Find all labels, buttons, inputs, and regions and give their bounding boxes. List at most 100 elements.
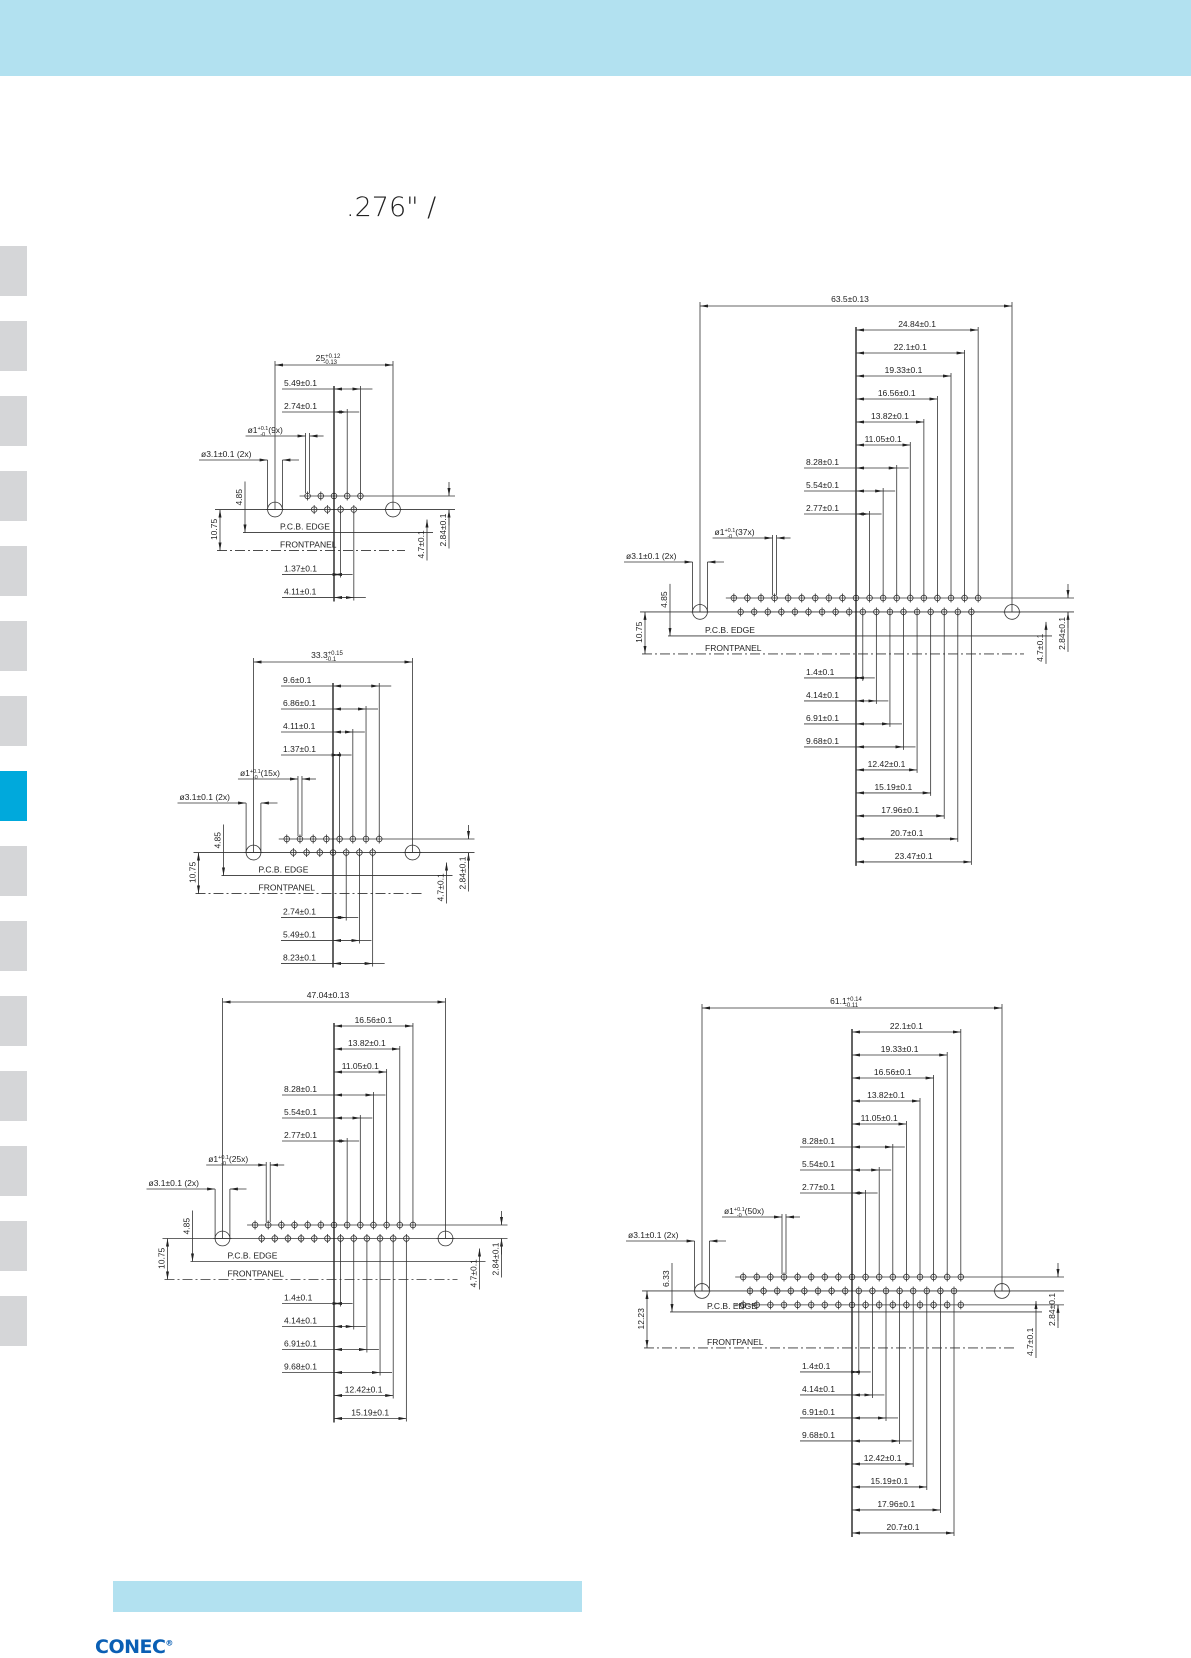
tolerance: -0.13 bbox=[323, 360, 337, 366]
tolerance: ø1 bbox=[724, 1206, 734, 1216]
sidebar-tab[interactable] bbox=[0, 1146, 27, 1196]
tolerance: -0 bbox=[727, 534, 732, 540]
right-dimension-label: 2.84±0.1 bbox=[1057, 617, 1067, 650]
sidebar-tab[interactable] bbox=[0, 846, 27, 896]
overall-dimension-label: 33.3+0.15-0.1 bbox=[311, 650, 343, 663]
page-title: .276" / bbox=[346, 192, 437, 223]
frontpanel-offset-label: 10.75 bbox=[634, 621, 644, 643]
sidebar-tab[interactable] bbox=[0, 471, 27, 521]
connector-drawing-4: 2.77±0.15.54±0.18.28±0.111.05±0.113.82±0… bbox=[624, 294, 1074, 866]
dimension-label: 4.11±0.1 bbox=[284, 587, 317, 597]
overall-dimension-label: 63.5±0.13 bbox=[831, 294, 869, 304]
dimension-label: 19.33±0.1 bbox=[881, 1044, 919, 1054]
right-dimension-label: 2.84±0.1 bbox=[1047, 1293, 1057, 1326]
tolerance: -0 bbox=[260, 432, 265, 438]
connector-drawing-5: 2.77±0.15.54±0.18.28±0.111.05±0.113.82±0… bbox=[626, 996, 1064, 1537]
dimension-label: 20.7±0.1 bbox=[886, 1522, 919, 1532]
right-dimension-label: 4.7±0.1 bbox=[1025, 1327, 1035, 1356]
tolerance: +0.1 bbox=[724, 528, 735, 534]
tolerance: (15x) bbox=[261, 768, 281, 778]
dimension-label: 13.82±0.1 bbox=[871, 411, 909, 421]
sidebar-tab[interactable] bbox=[0, 621, 27, 671]
dimension-label: 6.91±0.1 bbox=[802, 1407, 835, 1417]
dimension-label: 11.05±0.1 bbox=[865, 434, 902, 444]
dimension-label: 22.1±0.1 bbox=[890, 1021, 923, 1031]
pcb-offset-label: 4.85 bbox=[213, 832, 223, 849]
frontpanel-label: FRONTPANEL bbox=[280, 540, 337, 550]
pcb-edge-label: P.C.B. EDGE bbox=[705, 625, 755, 635]
tolerance: ø1 bbox=[715, 527, 725, 537]
tolerance: -0.11 bbox=[845, 1003, 859, 1009]
connector-drawing-1: 2.74±0.15.49±0.11.37±0.14.11±0.125+0.12-… bbox=[199, 353, 455, 602]
pcb-edge-label: P.C.B. EDGE bbox=[280, 522, 330, 532]
dimension-label: 1.4±0.1 bbox=[806, 667, 835, 677]
frontpanel-label: FRONTPANEL bbox=[228, 1268, 285, 1278]
sidebar-tab[interactable] bbox=[0, 246, 27, 296]
dimension-label: 22.1±0.1 bbox=[894, 342, 927, 352]
right-dimension-label: 2.84±0.1 bbox=[458, 856, 468, 889]
sidebar-tab[interactable] bbox=[0, 321, 27, 371]
dimension-label: 15.19±0.1 bbox=[874, 782, 912, 792]
dimension-label: 13.82±0.1 bbox=[348, 1038, 386, 1048]
dimension-label: 9.68±0.1 bbox=[284, 1361, 317, 1371]
right-dimension-label: 4.7±0.1 bbox=[469, 1259, 479, 1288]
tolerance: 47.04±0.13 bbox=[307, 990, 350, 1000]
dimension-label: 1.4±0.1 bbox=[802, 1361, 831, 1371]
dimension-label: 1.4±0.1 bbox=[284, 1292, 313, 1302]
sidebar-tab[interactable] bbox=[0, 996, 27, 1046]
pcb-offset-label: 6.33 bbox=[661, 1270, 671, 1287]
tolerance: +0.1 bbox=[257, 426, 268, 432]
sidebar-tab[interactable] bbox=[0, 1221, 27, 1271]
mounting-hole-label: ø3.1±0.1 (2x) bbox=[626, 551, 677, 561]
dimension-label: 24.84±0.1 bbox=[898, 319, 936, 329]
dimension-label: 9.68±0.1 bbox=[806, 736, 839, 746]
tolerance: (50x) bbox=[745, 1206, 765, 1216]
frontpanel-label: FRONTPANEL bbox=[705, 643, 762, 653]
dimension-label: 2.77±0.1 bbox=[284, 1130, 317, 1140]
dimension-label: 8.28±0.1 bbox=[806, 457, 839, 467]
tolerance: (25x) bbox=[229, 1154, 249, 1164]
sidebar-tab-active[interactable] bbox=[0, 771, 27, 821]
logo-mark: ® bbox=[165, 1638, 173, 1648]
dimension-label: 5.54±0.1 bbox=[284, 1107, 317, 1117]
logo-text: CONEC bbox=[95, 1636, 166, 1658]
sidebar-tab[interactable] bbox=[0, 921, 27, 971]
dimension-label: 1.37±0.1 bbox=[284, 564, 317, 574]
tolerance: -0 bbox=[737, 1213, 742, 1219]
tolerance: (37x) bbox=[735, 527, 755, 537]
dimension-label: 16.56±0.1 bbox=[878, 388, 916, 398]
dimension-label: 8.28±0.1 bbox=[284, 1084, 317, 1094]
dimension-label: 11.05±0.1 bbox=[861, 1113, 898, 1123]
tolerance: +0.1 bbox=[250, 769, 261, 775]
dimension-label: 4.11±0.1 bbox=[283, 721, 316, 731]
overall-dimension-label: 61.1+0.14-0.11 bbox=[830, 996, 862, 1009]
dimension-label: 16.56±0.1 bbox=[874, 1067, 912, 1077]
dimension-label: 16.56±0.1 bbox=[355, 1015, 393, 1025]
sidebar-tab[interactable] bbox=[0, 546, 27, 596]
overall-dimension-label: 47.04±0.13 bbox=[307, 990, 350, 1000]
sidebar-tab[interactable] bbox=[0, 696, 27, 746]
sidebar-tab[interactable] bbox=[0, 1296, 27, 1346]
tolerance: 63.5±0.13 bbox=[831, 294, 869, 304]
overall-dimension-label: 25+0.12-0.13 bbox=[316, 353, 341, 366]
sidebar-tab[interactable] bbox=[0, 396, 27, 446]
conec-logo: CONEC® bbox=[95, 1636, 173, 1658]
sidebar-tab[interactable] bbox=[0, 1071, 27, 1121]
dimension-label: 5.54±0.1 bbox=[802, 1159, 835, 1169]
dimension-label: 4.14±0.1 bbox=[802, 1384, 835, 1394]
dimension-label: 6.91±0.1 bbox=[806, 713, 839, 723]
right-dimension-label: 2.84±0.1 bbox=[438, 513, 448, 546]
dimension-label: 2.74±0.1 bbox=[283, 907, 316, 917]
pin-hole-diameter-label: ø1+0.1-0(37x) bbox=[715, 527, 755, 540]
dimension-label: 17.96±0.1 bbox=[881, 805, 919, 815]
tolerance: ø1 bbox=[208, 1154, 218, 1164]
right-dimension-label: 4.7±0.1 bbox=[416, 530, 426, 559]
dimension-label: 19.33±0.1 bbox=[885, 365, 923, 375]
tolerance: +0.14 bbox=[847, 997, 863, 1003]
tolerance: -0.1 bbox=[326, 657, 337, 663]
dimension-label: 12.42±0.1 bbox=[345, 1384, 383, 1394]
pcb-edge-label: P.C.B. EDGE bbox=[707, 1301, 757, 1311]
frontpanel-offset-label: 10.75 bbox=[209, 519, 219, 541]
frontpanel-offset-label: 12.23 bbox=[636, 1308, 646, 1330]
